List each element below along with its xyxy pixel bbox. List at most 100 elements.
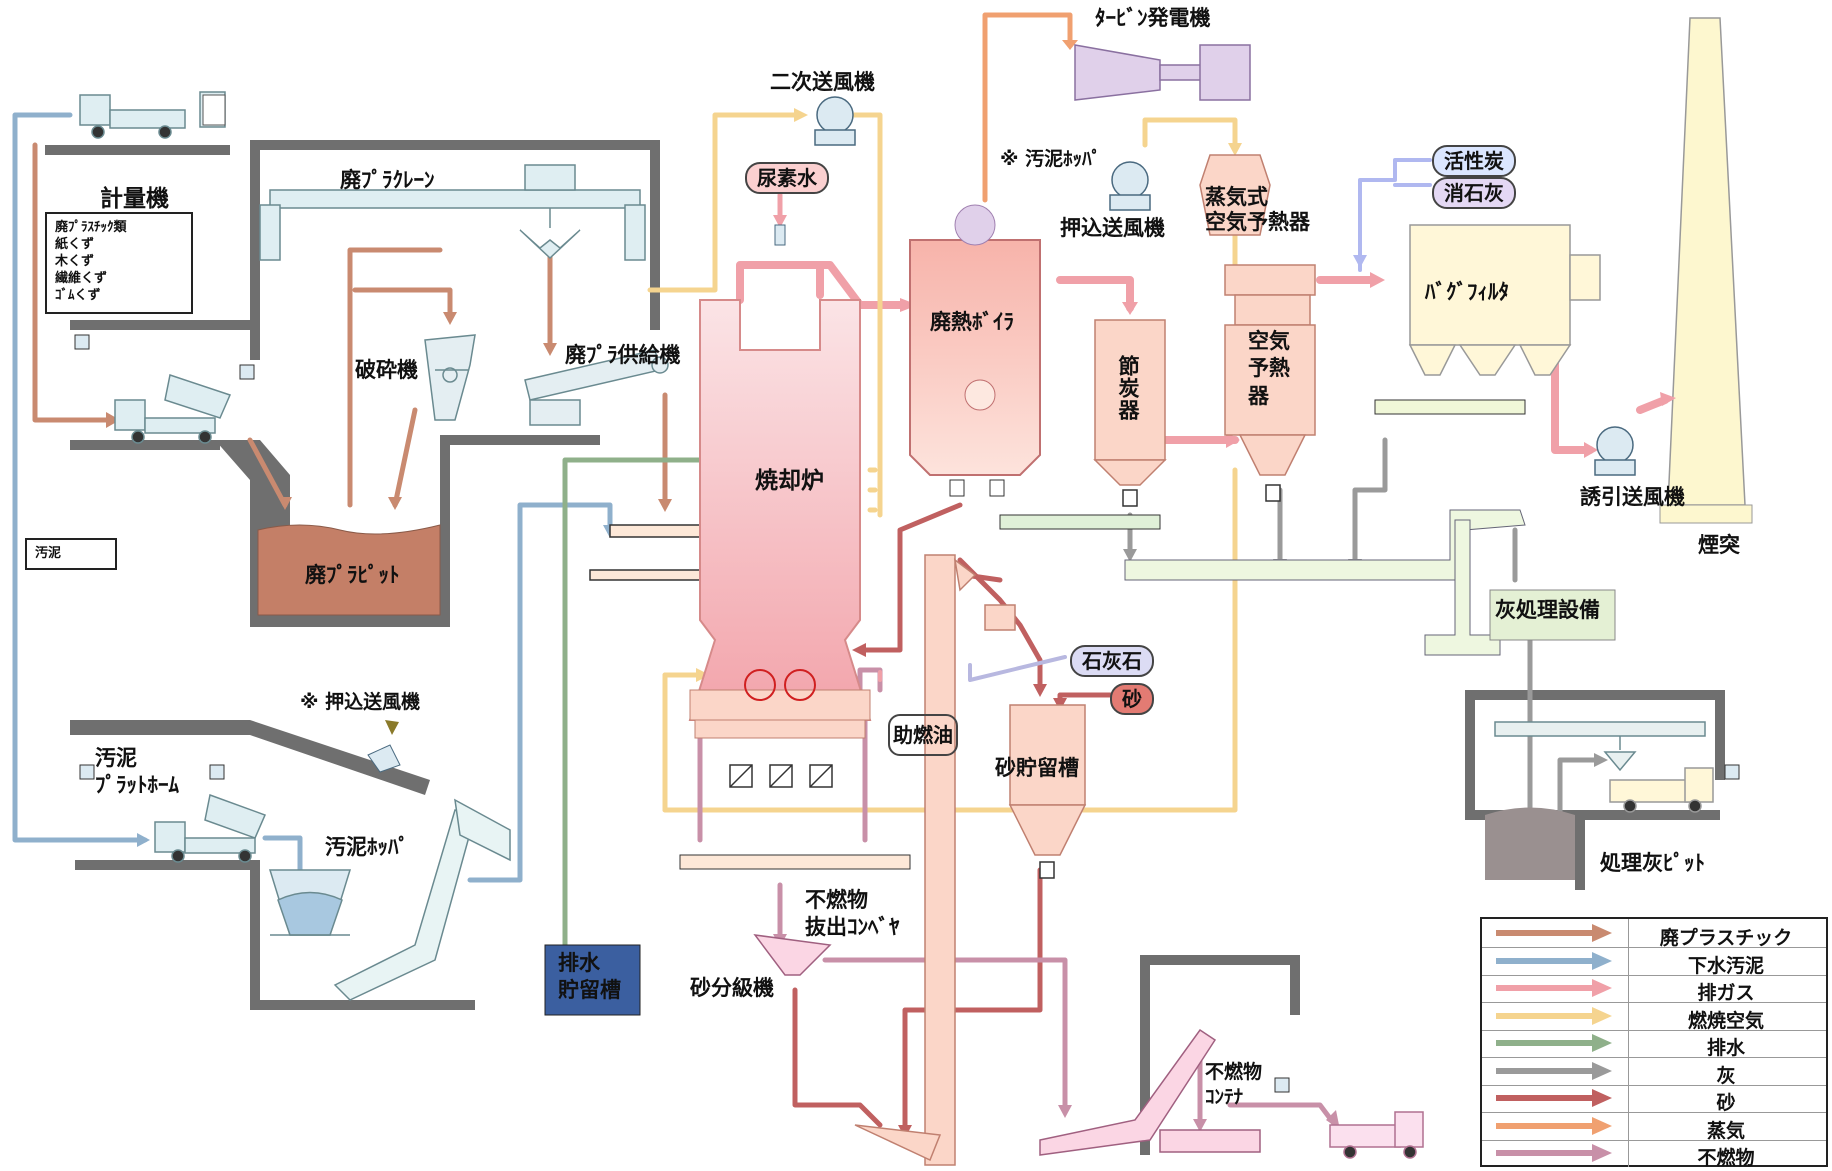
legend-label: 砂 bbox=[1716, 1092, 1736, 1114]
waste-types-box: 廃ﾌﾟﾗｽﾁｯｸ類 紙くず 木くず 繊維くず ｺﾞﾑくず bbox=[45, 212, 193, 314]
label-noncombustible-conveyor: 不燃物 抜出ｺﾝﾍﾞﾔ bbox=[805, 888, 900, 940]
crane bbox=[259, 164, 646, 261]
label-secondary-fan: 二次送風機 bbox=[770, 70, 875, 94]
ash-conveyor-2 bbox=[1424, 519, 1501, 656]
label-waste-plastic-pit: 廃ﾌﾟﾗﾋﾟｯﾄ bbox=[305, 563, 400, 587]
waste-type-2: 木くず bbox=[55, 253, 95, 269]
legend-row: 排ガス bbox=[1482, 974, 1826, 1004]
weighing-display bbox=[202, 94, 226, 126]
legend-arrow-icon bbox=[1496, 1006, 1612, 1025]
legend-label: 排ガス bbox=[1697, 982, 1755, 1004]
label-ash-treatment: 灰処理設備 bbox=[1495, 598, 1600, 622]
waste-type-1: 紙くず bbox=[55, 236, 95, 252]
legend-arrow-icon bbox=[1496, 1089, 1612, 1107]
truck-dumping-sludge bbox=[154, 793, 267, 863]
waste-type-0: 廃ﾌﾟﾗｽﾁｯｸ類 bbox=[55, 220, 127, 235]
turbine-machine bbox=[1074, 44, 1251, 101]
label-drainage-tank: 排水 貯留槽 bbox=[558, 951, 621, 1003]
drainage-tank bbox=[544, 944, 641, 1016]
waste-type-4: ｺﾞﾑくず bbox=[55, 287, 101, 303]
label-aux-fuel-oil: 助燃油 bbox=[888, 714, 958, 756]
legend-arrow-icon bbox=[1496, 924, 1612, 942]
label-slaked-lime: 消石灰 bbox=[1432, 177, 1516, 209]
label-sludge-hopper-note: ※ 汚泥ﾎｯﾊﾟ bbox=[1000, 148, 1102, 170]
legend-arrow-icon bbox=[1496, 1116, 1612, 1135]
fluidizing-dampers bbox=[729, 764, 833, 788]
label-waste-plastic-crane: 廃ﾌﾟﾗｸﾚｰﾝ bbox=[340, 168, 435, 192]
legend-label: 灰 bbox=[1716, 1064, 1736, 1087]
legend-arrow-icon bbox=[1496, 979, 1612, 997]
treated-ash-pit-fill bbox=[1485, 807, 1575, 880]
flow-limestone bbox=[968, 655, 1067, 682]
label-sand-classifier: 砂分級機 bbox=[690, 976, 774, 1000]
flow-reagents bbox=[1358, 158, 1432, 262]
legend-row: 灰 bbox=[1482, 1056, 1826, 1087]
label-incinerator: 焼却炉 bbox=[755, 468, 824, 494]
legend-label: 蒸気 bbox=[1706, 1119, 1745, 1142]
ash-treatment-box bbox=[1489, 589, 1616, 641]
legend-row: 廃プラスチック bbox=[1482, 919, 1826, 949]
label-sludge-hopper: 汚泥ﾎｯﾊﾟ bbox=[325, 835, 409, 859]
legend-row: 蒸気 bbox=[1482, 1111, 1826, 1142]
economizer bbox=[1093, 319, 1167, 507]
label-air-preheater: 空気予熱器 bbox=[1248, 329, 1290, 408]
label-crusher: 破砕機 bbox=[355, 358, 418, 382]
waste-heat-boiler bbox=[909, 204, 1041, 497]
truck-dumping-plastic bbox=[114, 374, 232, 444]
label-stack: 煙突 bbox=[1698, 533, 1740, 557]
legend-label: 燃焼空気 bbox=[1687, 1009, 1764, 1032]
label-push-fan: 押込送風機 bbox=[1060, 216, 1165, 240]
label-urea-water: 尿素水 bbox=[745, 162, 829, 194]
legend-arrow-icon bbox=[1496, 1061, 1612, 1080]
sand-classifier bbox=[753, 934, 832, 976]
truck-ash bbox=[1609, 767, 1714, 813]
stack bbox=[1667, 17, 1746, 506]
crane-ash bbox=[1494, 721, 1706, 772]
label-sludge-platform: 汚泥 ﾌﾟﾗｯﾄﾎｰﾑ bbox=[95, 746, 179, 798]
label-push-fan-note: ※ 押込送風機 bbox=[300, 691, 421, 713]
label-waste-plastic-feeder: 廃ﾌﾟﾗ供給機 bbox=[565, 343, 681, 367]
legend-arrow-icon bbox=[1496, 951, 1612, 970]
flow-arrowheads bbox=[106, 40, 1676, 1138]
label-limestone: 石灰石 bbox=[1070, 645, 1154, 677]
incinerator bbox=[688, 299, 872, 739]
legend-label: 下水汚泥 bbox=[1687, 954, 1764, 977]
steam-air-preheater bbox=[1199, 154, 1271, 236]
label-waste-heat-boiler: 廃熱ﾎﾞｲﾗ bbox=[930, 310, 1014, 334]
air-preheater bbox=[1224, 264, 1316, 502]
label-induced-fan: 誘引送風機 bbox=[1580, 485, 1685, 509]
flow-waste-plastic bbox=[32, 142, 783, 608]
label-sand: 砂 bbox=[1110, 683, 1154, 715]
legend-row: 排水 bbox=[1482, 1029, 1826, 1059]
label-economizer: 節炭器 bbox=[1116, 355, 1140, 421]
push-fan-machine bbox=[1109, 161, 1151, 211]
label-weighing-machine: 計量機 bbox=[100, 186, 169, 212]
label-sludge: 汚泥 bbox=[25, 538, 117, 570]
label-bag-filter: ﾊﾞｸﾞﾌｨﾙﾀ bbox=[1425, 280, 1509, 304]
induced-fan-machine bbox=[1594, 426, 1636, 476]
bucket-elevator bbox=[854, 554, 977, 1166]
legend: 廃プラスチック下水汚泥排ガス燃焼空気排水灰砂蒸気不燃物 bbox=[1480, 917, 1828, 1169]
legend-label: 廃プラスチック bbox=[1659, 927, 1793, 949]
waste-type-3: 繊維くず bbox=[55, 270, 108, 286]
crusher bbox=[424, 334, 476, 421]
legend-row: 下水汚泥 bbox=[1482, 946, 1826, 977]
sand-distributor bbox=[984, 604, 1016, 631]
bag-filter bbox=[1408, 224, 1601, 376]
legend-arrow-icon bbox=[1496, 1034, 1612, 1052]
legend-label: 不燃物 bbox=[1697, 1147, 1755, 1169]
noncombustible-conveyor bbox=[679, 854, 911, 870]
label-treated-ash-pit: 処理灰ﾋﾟｯﾄ bbox=[1600, 851, 1705, 875]
legend-arrow-icon bbox=[1496, 1144, 1612, 1162]
secondary-fan bbox=[814, 96, 856, 146]
boiler-ash-conveyor bbox=[999, 514, 1161, 530]
label-noncombustible-container: 不燃物 ｺﾝﾃﾅ bbox=[1205, 1061, 1263, 1108]
legend-row: 砂 bbox=[1482, 1084, 1826, 1114]
noncombustible-container-conveyor bbox=[1039, 1028, 1261, 1156]
waste-plastic-pit bbox=[257, 524, 441, 616]
sludge-hopper bbox=[268, 869, 352, 936]
label-turbine-generator: ﾀｰﾋﾞﾝ発電機 bbox=[1095, 6, 1211, 30]
truck-container bbox=[1329, 1111, 1424, 1159]
ash-conveyor bbox=[1124, 509, 1526, 581]
